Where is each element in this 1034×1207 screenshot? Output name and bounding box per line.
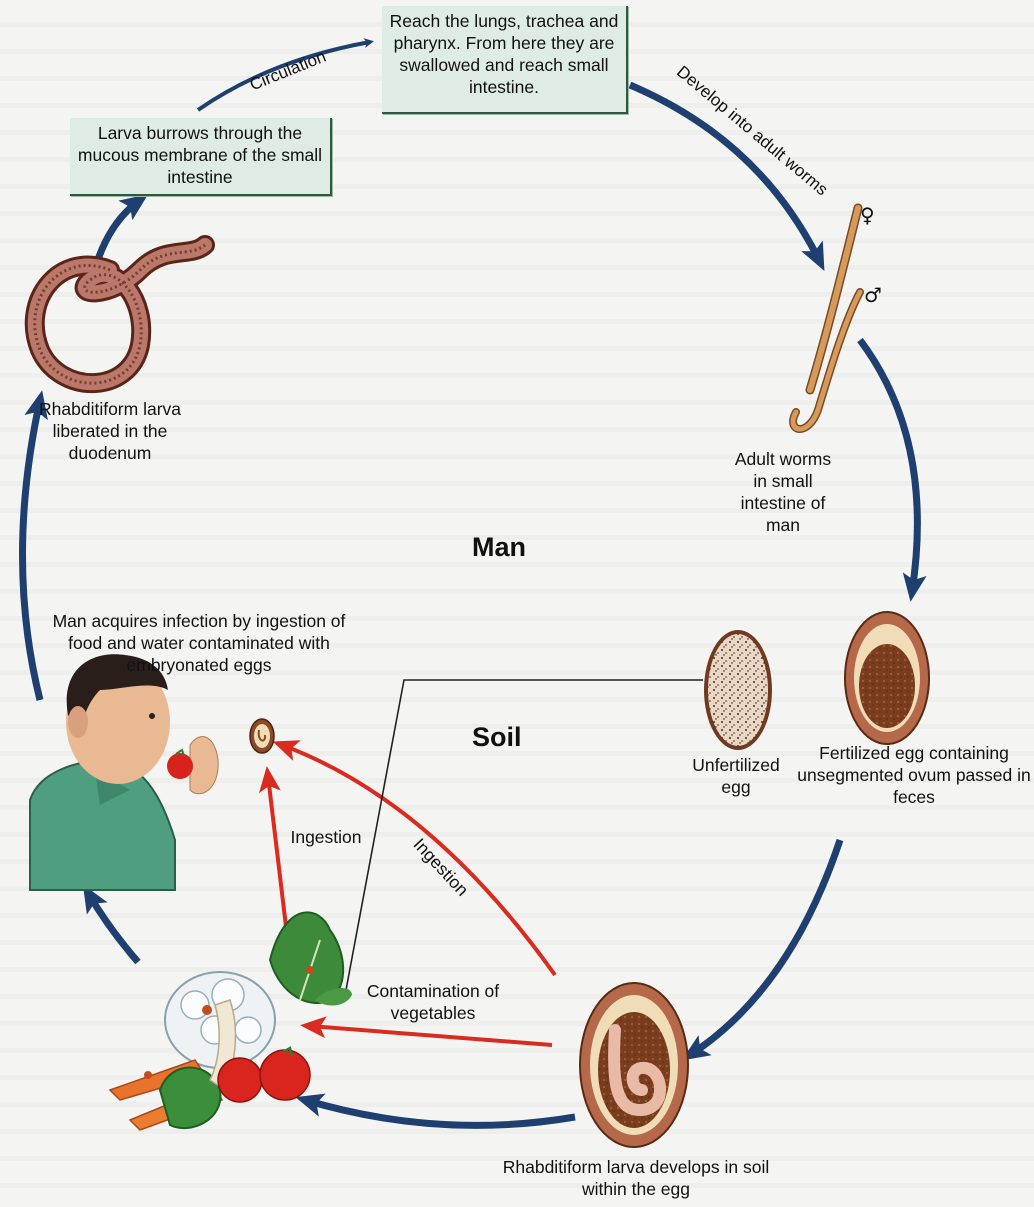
- fertilized-egg-illustration: [845, 612, 929, 744]
- heading-soil: Soil: [472, 722, 522, 753]
- label-man-infection: Man acquires infection by ingestion of f…: [44, 610, 354, 676]
- arrow-adult-to-egg: [860, 340, 917, 592]
- label-fertilized-egg: Fertilized egg containing unsegmented ov…: [796, 742, 1032, 808]
- label-unfertilized-egg: Unfertilized egg: [676, 754, 796, 798]
- vegetables-illustration: [110, 912, 352, 1130]
- adult-worms-illustration: [793, 208, 860, 429]
- rhabditiform-larva-illustration: [35, 245, 205, 383]
- larva-egg-illustration: [580, 983, 688, 1147]
- arrow-larva-egg-to-vegetables: [305, 1100, 575, 1125]
- heading-man: Man: [472, 532, 526, 563]
- male-symbol: ♂: [864, 283, 882, 307]
- arrow-ingestion-left: [268, 776, 287, 935]
- box-reach-lungs: Reach the lungs, trachea and pharynx. Fr…: [382, 6, 628, 114]
- label-ingestion-left: Ingestion: [276, 826, 376, 848]
- unfertilized-egg-illustration: [704, 630, 772, 750]
- arrow-contamination: [310, 1026, 552, 1045]
- ingested-egg-illustration: [250, 719, 274, 753]
- arrow-vegetables-to-man: [88, 893, 138, 962]
- label-adult-worms: Adult worms in small intestine of man: [728, 448, 838, 536]
- label-larva-soil: Rhabditiform larva develops in soil with…: [486, 1156, 786, 1200]
- man-figure-illustration: [30, 654, 218, 890]
- female-symbol: ♀: [860, 203, 875, 227]
- label-rhabditiform-liberated: Rhabditiform larva liberated in the duod…: [25, 398, 195, 464]
- box-larva-burrows: Larva burrows through the mucous membran…: [70, 118, 332, 196]
- arrow-egg-to-larva-egg: [690, 840, 840, 1055]
- label-contamination: Contamination of vegetables: [358, 980, 508, 1024]
